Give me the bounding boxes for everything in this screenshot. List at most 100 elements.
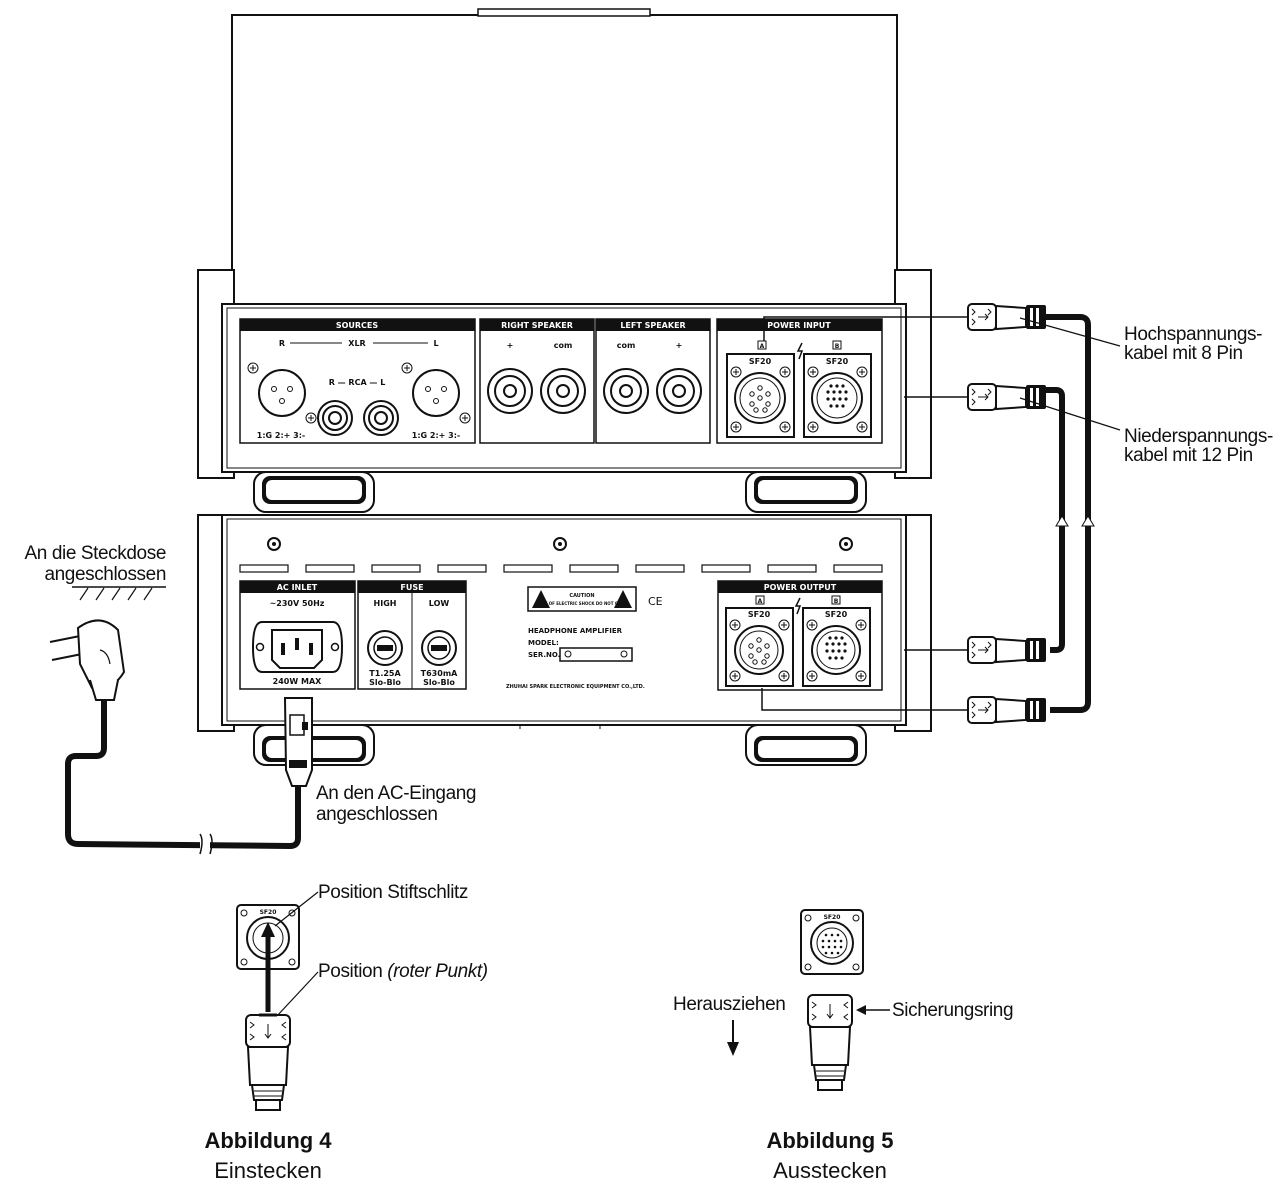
ce-mark: CE (648, 595, 663, 608)
fuse-low-label: LOW (429, 599, 450, 608)
rca-right-input[interactable] (317, 400, 353, 436)
fig4-sf20: SF20 (260, 909, 277, 916)
figure-4-insert: SF20 Position Stiftschlitz Position (rot… (204, 882, 488, 1183)
fig5-title: Abbildung 5 (766, 1128, 893, 1153)
xlr-left-input[interactable] (401, 362, 471, 424)
xlr-r-label: R (279, 339, 285, 348)
figure-5-remove: SF20 Herausziehen Sicherungsring Abbildu… (673, 909, 1014, 1183)
power-input-panel: POWER INPUT A B SF20 (716, 318, 883, 444)
sources-panel: SOURCES R XLR L R — RCA — L 1:G 2:+ 3:- (239, 318, 476, 444)
left-com-label: com (617, 341, 636, 350)
socket-label-2: angeschlossen (44, 564, 166, 585)
caution-title: CAUTION (569, 593, 594, 599)
input-a-sf20: SF20 (749, 357, 772, 366)
hv-cable-label-1: Hochspannungs- (1124, 324, 1262, 345)
plug-top-12pin[interactable] (967, 383, 1046, 411)
amplifier-unit: SOURCES R XLR L R — RCA — L 1:G 2:+ 3:- (197, 8, 932, 513)
left-speaker-com-terminal[interactable] (603, 368, 649, 414)
high-voltage-icon (796, 342, 804, 360)
right-speaker-com-terminal[interactable] (540, 368, 586, 414)
right-speaker-panel: RIGHT SPEAKER + com (479, 318, 595, 444)
sources-title: SOURCES (336, 321, 379, 330)
iec-plug[interactable] (283, 697, 313, 787)
amplifier-feet (253, 471, 867, 513)
psu-feet (253, 724, 867, 766)
socket-label-1: An die Steckdose (25, 543, 166, 564)
input-b-label: B (835, 343, 840, 350)
pull-out-label: Herausziehen (673, 994, 785, 1015)
lock-ring-label: Sicherungsring (892, 1000, 1013, 1021)
caution-label: CAUTION RISK OF ELECTRIC SHOCK DO NOT OP… (527, 586, 663, 612)
vent-slots (239, 564, 883, 573)
fig5-plug (807, 994, 853, 1091)
left-speaker-panel: LEFT SPEAKER com + (595, 318, 711, 444)
serial-label: SER.NO.: (528, 651, 563, 659)
xlr-right-pins: 1:G 2:+ 3:- (257, 431, 305, 440)
power-output-a-8pin[interactable]: SF20 (725, 607, 794, 687)
input-a-label: A (760, 343, 765, 350)
power-input-title: POWER INPUT (767, 321, 831, 330)
power-supply-unit: AC INLET ~230V 50Hz 240W MAX FUSE HIGH L… (197, 514, 932, 766)
xlr-label: XLR (348, 339, 365, 348)
plug-bottom-8pin[interactable] (967, 696, 1046, 724)
power-input-a-8pin[interactable]: SF20 (726, 353, 795, 438)
fuse-low-holder[interactable] (421, 630, 457, 666)
left-speaker-title: LEFT SPEAKER (620, 321, 685, 330)
power-output-title: POWER OUTPUT (764, 583, 837, 592)
umbilical-cables (761, 303, 1121, 724)
fuse-low-rating: T630mA (421, 669, 458, 678)
high-voltage-icon-2 (794, 597, 802, 615)
fig4-subtitle: Einstecken (214, 1158, 322, 1183)
maker-label: ZHUHAI SPARK ELECTRONIC EQUIPMENT CO.,LT… (506, 684, 645, 690)
pin-slot-label: Position Stiftschlitz (318, 882, 468, 903)
output-b-label: B (834, 598, 839, 605)
ac-inlet-panel: AC INLET ~230V 50Hz 240W MAX (239, 580, 356, 690)
rca-left-input[interactable] (363, 400, 399, 436)
fuse-high-label: HIGH (374, 599, 397, 608)
left-speaker-plus-terminal[interactable] (656, 368, 702, 414)
xlr-right-input[interactable] (247, 362, 317, 424)
model-label: MODEL: (528, 639, 559, 647)
power-input-b-12pin[interactable]: SF20 (803, 353, 872, 438)
xlr-l-label: L (433, 339, 438, 348)
fuse-title: FUSE (400, 583, 423, 592)
ac-in-label-1: An den AC-Eingang (316, 783, 476, 804)
fuse-high-rating: T1.25A (369, 669, 401, 678)
hv-cable-label-2: kabel mit 8 Pin (1124, 343, 1243, 364)
voltage-label: ~230V 50Hz (270, 599, 325, 608)
lv-cable-label-2: kabel mit 12 Pin (1124, 445, 1253, 466)
fig4-title: Abbildung 4 (204, 1128, 332, 1153)
left-plus-label: + (676, 341, 683, 350)
top-screws (267, 537, 853, 551)
right-plus-label: + (507, 341, 514, 350)
fig5-subtitle: Ausstecken (773, 1158, 887, 1183)
ac-in-label-2: angeschlossen (316, 804, 438, 825)
iec-ac-inlet[interactable] (251, 621, 344, 673)
rca-label: R — RCA — L (329, 378, 386, 387)
right-com-label: com (554, 341, 573, 350)
output-a-sf20: SF20 (748, 610, 771, 619)
power-output-b-12pin[interactable]: SF20 (802, 607, 871, 687)
ac-power-cord: An die Steckdose angeschlossen An den AC… (25, 543, 477, 855)
position-label: Position (roter Punkt) (318, 961, 488, 982)
caution-text: RISK OF ELECTRIC SHOCK DO NOT OPEN (537, 601, 628, 606)
fig4-plug (245, 1013, 291, 1111)
fig5-sf20: SF20 (824, 914, 841, 921)
max-power-label: 240W MAX (273, 677, 322, 686)
output-b-sf20: SF20 (825, 610, 848, 619)
right-speaker-title: RIGHT SPEAKER (501, 321, 573, 330)
fuse-high-type: Slo-Blo (369, 678, 401, 687)
fuse-low-type: Slo-Blo (423, 678, 455, 687)
output-a-label: A (758, 598, 763, 605)
fuse-high-holder[interactable] (367, 630, 403, 666)
xlr-left-pins: 1:G 2:+ 3:- (412, 431, 460, 440)
plug-bottom-12pin[interactable] (967, 636, 1046, 664)
schuko-plug[interactable] (49, 619, 126, 701)
plug-top-8pin[interactable] (967, 303, 1046, 331)
product-label: HEADPHONE AMPLIFIER (528, 627, 623, 635)
lv-cable-label-1: Niederspannungs- (1124, 426, 1273, 447)
ac-inlet-title: AC INLET (277, 583, 318, 592)
fuse-panel: FUSE HIGH LOW T1.25A Slo-Blo T630mA Slo-… (357, 580, 467, 690)
right-speaker-plus-terminal[interactable] (487, 368, 533, 414)
